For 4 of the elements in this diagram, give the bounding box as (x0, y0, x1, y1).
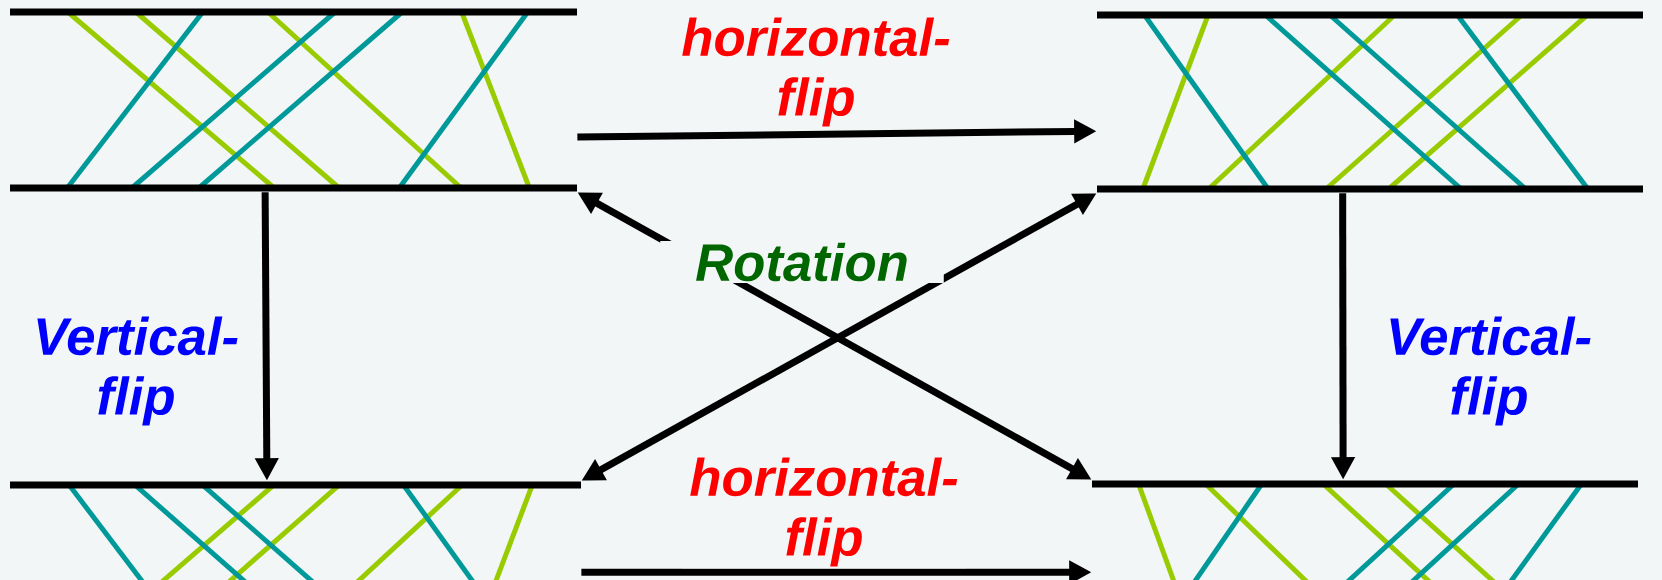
edge-label: horizontal-flip (674, 15, 958, 129)
edge-label: horizontal-flip (682, 455, 966, 569)
edge-label: Vertical-flip (1382, 314, 1596, 428)
edge-label: Vertical-flip (29, 314, 243, 428)
